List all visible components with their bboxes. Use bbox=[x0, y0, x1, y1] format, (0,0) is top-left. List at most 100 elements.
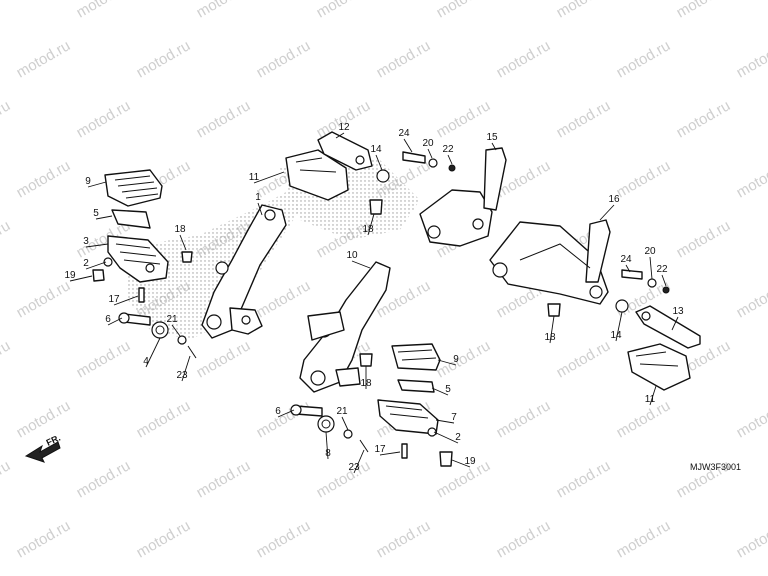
watermark-text: motod.ru bbox=[74, 337, 134, 381]
callout-label-21: 21 bbox=[166, 314, 178, 325]
watermark-text: motod.ru bbox=[14, 517, 74, 561]
watermark-text: motod.ru bbox=[0, 457, 13, 501]
watermark-text: motod.ru bbox=[494, 517, 554, 561]
callout-label-2: 2 bbox=[455, 432, 461, 443]
leader-line bbox=[87, 181, 107, 188]
callout-label-9: 9 bbox=[85, 176, 91, 187]
watermark-text: motod.ru bbox=[494, 37, 554, 81]
watermark-text: motod.ru bbox=[0, 337, 13, 381]
callout-label-11: 11 bbox=[249, 172, 260, 183]
watermark-text: motod.ru bbox=[254, 397, 314, 441]
watermark-text: motod.ru bbox=[734, 37, 768, 81]
leader-line bbox=[341, 416, 349, 431]
watermark-text: motod.ru bbox=[14, 277, 74, 321]
watermark-text: motod.ru bbox=[0, 0, 13, 21]
leader-line bbox=[451, 459, 471, 468]
cotter-pin-23-center bbox=[359, 439, 369, 453]
callout-label-17: 17 bbox=[374, 444, 386, 455]
step-bracket-left bbox=[201, 204, 287, 339]
washer-21-center bbox=[343, 429, 353, 439]
bolt-18-center bbox=[359, 353, 373, 367]
pin-22-right bbox=[662, 286, 670, 294]
pin-22-top bbox=[448, 164, 456, 172]
leader-line bbox=[107, 317, 123, 326]
callout-label-8: 8 bbox=[325, 448, 331, 459]
callout-label-6: 6 bbox=[275, 406, 281, 417]
footpeg-plate-left bbox=[111, 209, 151, 229]
watermark-text: motod.ru bbox=[554, 0, 614, 21]
callout-label-13: 13 bbox=[672, 306, 684, 317]
leader-line bbox=[85, 243, 109, 248]
footpeg-rubber-right bbox=[391, 343, 441, 371]
watermark-text: motod.ru bbox=[734, 277, 768, 321]
step-bracket-right bbox=[489, 219, 611, 305]
callout-label-4: 4 bbox=[143, 356, 149, 367]
leader-line bbox=[179, 234, 187, 251]
watermark-text: motod.ru bbox=[194, 337, 254, 381]
leader-line bbox=[257, 202, 263, 216]
leader-line bbox=[599, 204, 615, 221]
leader-line bbox=[549, 315, 555, 344]
watermark-text: motod.ru bbox=[614, 397, 674, 441]
leader-line bbox=[437, 359, 457, 366]
callout-label-19: 19 bbox=[464, 456, 476, 467]
leader-line bbox=[649, 385, 657, 406]
leader-line bbox=[181, 355, 191, 382]
footpeg-right bbox=[377, 399, 439, 437]
watermark-text: motod.ru bbox=[0, 97, 13, 141]
washer-14-right bbox=[615, 299, 629, 313]
callout-label-19: 19 bbox=[64, 270, 76, 281]
bolt-19-right bbox=[439, 451, 453, 467]
shift-lever-top bbox=[317, 131, 373, 171]
callout-label-5: 5 bbox=[445, 384, 451, 395]
brake-pedal-13 bbox=[635, 305, 701, 349]
watermark-text: motod.ru bbox=[0, 217, 13, 261]
cotter-pin-23-left bbox=[187, 345, 197, 359]
callout-label-1: 1 bbox=[255, 192, 261, 203]
watermark-text: motod.ru bbox=[554, 337, 614, 381]
bolt-19-left bbox=[92, 269, 105, 282]
watermark-text: motod.ru bbox=[734, 157, 768, 201]
callout-label-18: 18 bbox=[360, 378, 372, 389]
watermark-text: motod.ru bbox=[194, 0, 254, 21]
watermark-text: motod.ru bbox=[254, 517, 314, 561]
leader-line bbox=[615, 311, 623, 342]
callout-label-15: 15 bbox=[486, 132, 498, 143]
watermark-text: motod.ru bbox=[194, 457, 254, 501]
watermark-text: motod.ru bbox=[614, 157, 674, 201]
callout-label-9: 9 bbox=[453, 354, 459, 365]
leader-line bbox=[325, 431, 329, 460]
watermark-text: motod.ru bbox=[14, 397, 74, 441]
leader-line bbox=[85, 261, 107, 270]
callout-label-24: 24 bbox=[620, 254, 632, 265]
watermark-text: motod.ru bbox=[734, 517, 768, 561]
callout-label-5: 5 bbox=[93, 208, 99, 219]
watermark-text: motod.ru bbox=[434, 337, 494, 381]
leader-line bbox=[253, 171, 285, 184]
callout-label-18: 18 bbox=[544, 332, 556, 343]
spring-left bbox=[103, 257, 113, 267]
callout-label-10: 10 bbox=[346, 250, 358, 261]
callout-label-11: 11 bbox=[645, 394, 656, 405]
callout-label-7: 7 bbox=[451, 412, 457, 423]
spring-8-center bbox=[317, 415, 335, 433]
front-direction-arrow bbox=[24, 441, 61, 463]
watermark-text: motod.ru bbox=[434, 97, 494, 141]
leader-line bbox=[353, 449, 365, 474]
watermark-text: motod.ru bbox=[14, 157, 74, 201]
pin-17-left bbox=[138, 287, 145, 303]
leader-line bbox=[491, 142, 497, 151]
pin-17-right bbox=[401, 443, 408, 459]
washer-20-right bbox=[647, 278, 657, 288]
watermark-text: motod.ru bbox=[134, 397, 194, 441]
bolt-18-top bbox=[369, 199, 383, 215]
callout-label-24: 24 bbox=[398, 128, 410, 139]
leader-lines bbox=[69, 132, 679, 474]
footpeg-rubber-left bbox=[104, 169, 163, 207]
bolt-24-right bbox=[621, 269, 643, 280]
leader-line bbox=[379, 451, 401, 456]
watermark-text: motod.ru bbox=[494, 397, 554, 441]
leader-line bbox=[671, 316, 679, 331]
